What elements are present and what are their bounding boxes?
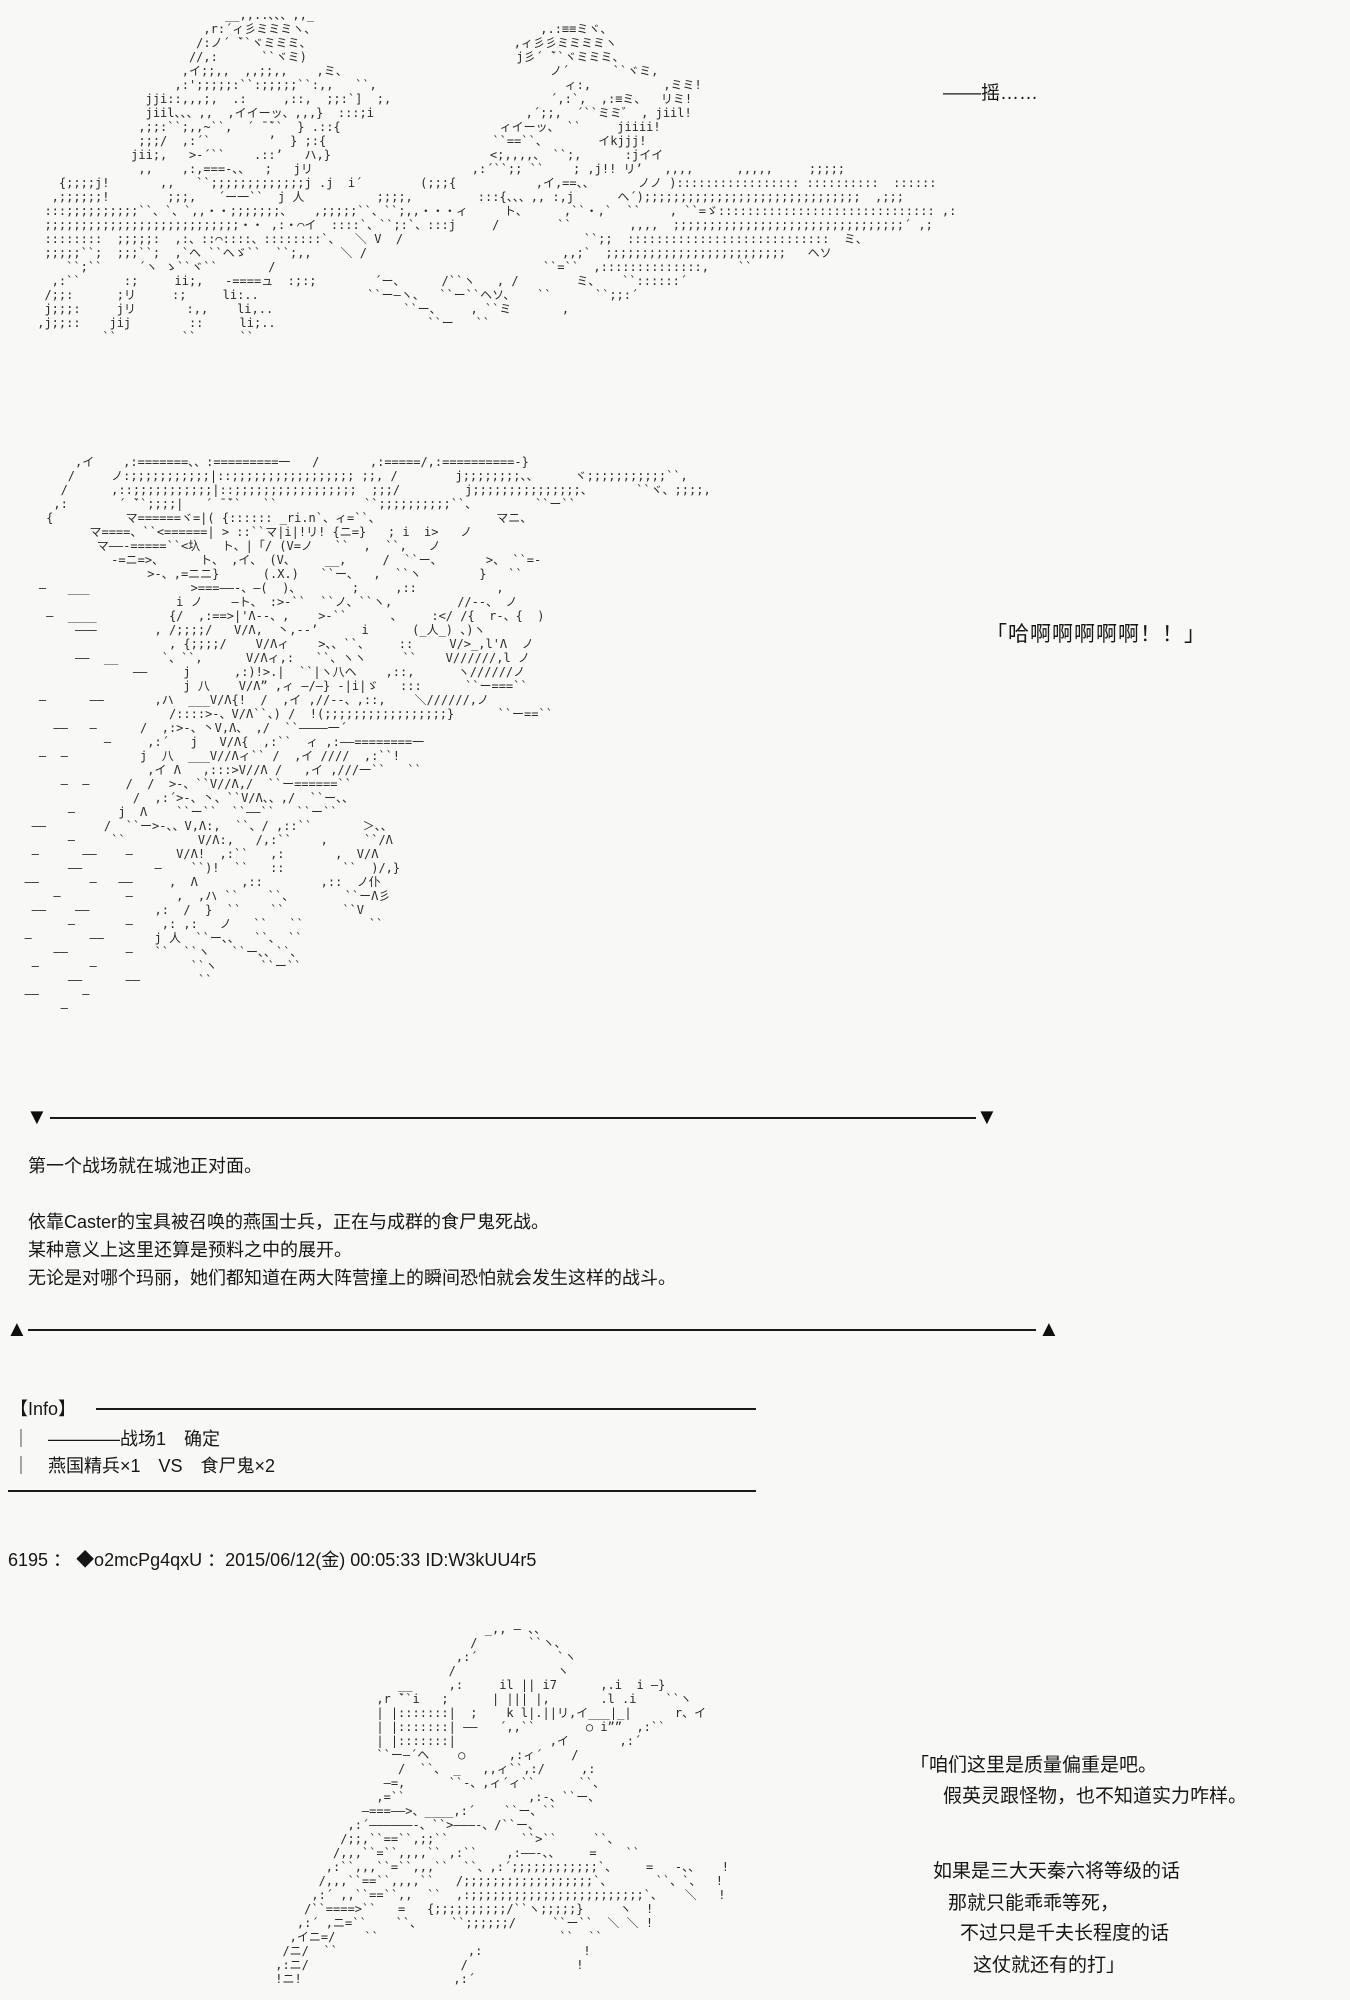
divider-down-left-triangle-icon: ▼: [26, 1104, 48, 1129]
post-datetime: 2015/06/12(金) 00:05:33: [225, 1550, 421, 1570]
bottom-ascii-art: _,, ― 、、 / ``ヽ、 ,:´ `ヽ / ヽ __ ,: il || i…: [275, 1622, 730, 1986]
post-number: 6195: [8, 1550, 49, 1570]
post-header: 6195 ： ◆o2mcPg4qxU ：2015/06/12(金) 00:05:…: [8, 1546, 536, 1572]
divider-up-right-triangle-icon: ▲: [1038, 1316, 1060, 1341]
divider-bottom-line: [28, 1329, 1036, 1331]
post-separator: ：: [48, 1550, 77, 1570]
divider-up-left-triangle-icon: ▲: [6, 1316, 28, 1341]
info-box-header-rule: [96, 1408, 756, 1410]
scream-dialogue: 「哈啊啊啊啊啊！！」: [986, 623, 1206, 646]
post-tripcode: ◆o2mcPg4qxU: [76, 1550, 203, 1570]
top-ascii-art: __,,..、、、,,_ ,r:´ィ彡ミミミヽ、 ,.:≡≡ミヾ、 /:ノ´ ̄…: [37, 8, 957, 344]
divider-down-right-triangle-icon: ▼: [976, 1104, 998, 1129]
dialogue-line: 「咱们这里是质量偏重是吧。: [910, 1755, 1158, 1776]
dialogue-line: 如果是三大天秦六将等级的话: [933, 1861, 1181, 1882]
info-box-header: 【Info】: [10, 1399, 77, 1419]
post-id-value: ID:W3kUU4r5: [425, 1550, 537, 1570]
dialogue-line: 那就只能乖乖等死，: [948, 1893, 1120, 1914]
dialogue-line: 不过只是千夫长程度的话: [960, 1923, 1170, 1944]
info-box-bottom-rule: [8, 1490, 756, 1492]
info-box-lines: ｜ ————战场1 确定 ｜ 燕国精兵×1 VS 食尸鬼×2: [12, 1429, 276, 1476]
narration-text: 第一个战场就在城池正对面。 依靠Caster的宝具被召唤的燕国士兵，正在与成群的…: [28, 1156, 676, 1288]
dialogue-line: 这仗就还有的打」: [973, 1955, 1126, 1976]
dialogue-line: 假英灵跟怪物，也不知道实力咋样。: [943, 1786, 1248, 1807]
middle-ascii-art: ,イ ,:=======、、:=========一 / ,:=====/,:==…: [24, 455, 711, 1015]
post-separator-2: ：: [202, 1550, 226, 1570]
sfx-text: ——摇……: [943, 83, 1039, 104]
divider-top-line: [50, 1117, 976, 1119]
